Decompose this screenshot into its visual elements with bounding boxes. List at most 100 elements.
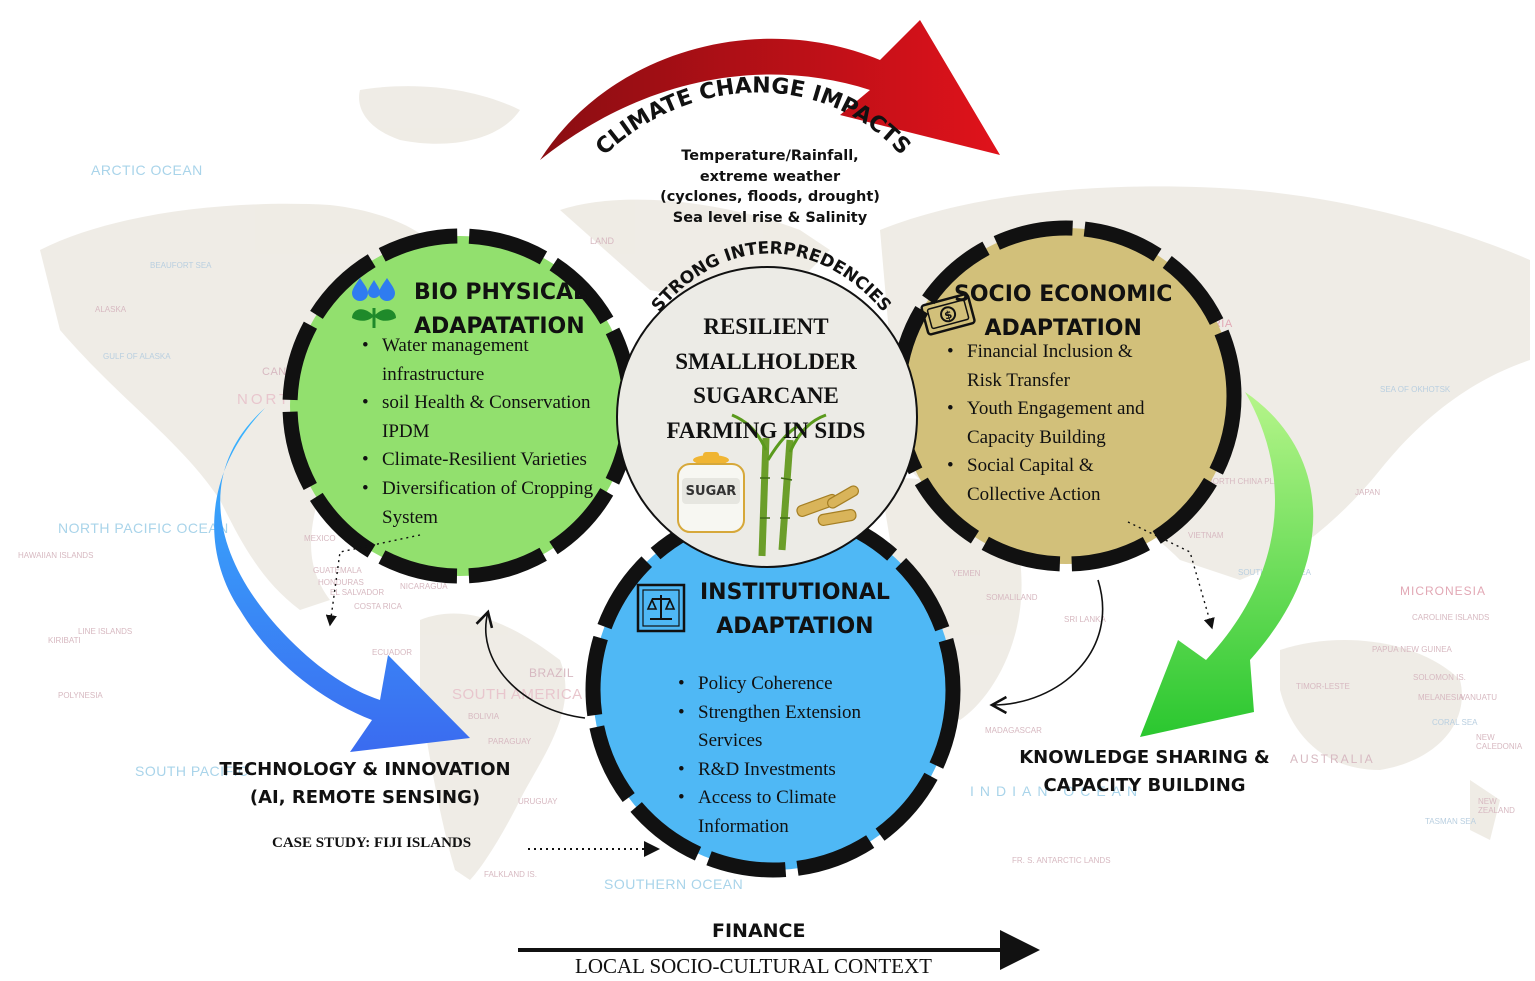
knowledge-line: KNOWLEDGE SHARING & bbox=[1019, 747, 1270, 768]
map-label-honduras: HONDURAS bbox=[318, 578, 364, 587]
map-label-uruguay: URUGUAY bbox=[518, 797, 558, 806]
technology-label: TECHNOLOGY & INNOVATION (AI, REMOTE SENS… bbox=[200, 756, 530, 812]
center-line: FARMING IN SIDS bbox=[666, 417, 866, 443]
map-label-el-salvador: EL SALVADOR bbox=[330, 588, 385, 597]
map-label-micronesia: MICRONESIA bbox=[1400, 584, 1487, 598]
map-label-costa-rica: COSTA RICA bbox=[354, 602, 402, 611]
water-plant-icon bbox=[352, 278, 396, 328]
map-label-nicaragua: NICARAGUA bbox=[400, 582, 448, 591]
map-label-arctic: ARCTIC OCEAN bbox=[91, 162, 203, 178]
map-label-paraguay: PARAGUAY bbox=[488, 737, 532, 746]
center-title: RESILIENT SMALLHOLDER SUGARCANE FARMING … bbox=[635, 310, 897, 448]
socio-item: Youth Engagement and Capacity Building bbox=[945, 395, 1170, 452]
map-label-falkland: FALKLAND IS. bbox=[484, 870, 537, 879]
map-label-kiribati: KIRIBATI bbox=[48, 636, 81, 645]
map-label-coral-sea: CORAL SEA bbox=[1432, 718, 1478, 727]
technology-line: TECHNOLOGY & INNOVATION bbox=[219, 759, 511, 780]
svg-text:$: $ bbox=[943, 308, 954, 323]
map-label-beaufort: BEAUFORT SEA bbox=[150, 261, 212, 270]
map-label-new-zealand: NEW ZEALAND bbox=[1478, 797, 1515, 815]
knowledge-label: KNOWLEDGE SHARING & CAPACITY BUILDING bbox=[1002, 744, 1287, 800]
inst-item: Policy Coherence bbox=[676, 670, 896, 699]
map-label-south-pacific: SOUTH PACIFIC bbox=[135, 763, 249, 779]
map-label-caroline: CAROLINE ISLANDS bbox=[1412, 613, 1490, 622]
map-label-south-america: SOUTH AMERICA bbox=[452, 686, 583, 703]
inst-item: Strengthen Extension Services bbox=[676, 699, 896, 756]
map-label-polynesia: POLYNESIA bbox=[58, 691, 103, 700]
map-label-bolivia: BOLIVIA bbox=[468, 712, 500, 721]
case-study-label: CASE STUDY: FIJI ISLANDS bbox=[272, 835, 472, 851]
map-label-alaska: ALASKA bbox=[95, 305, 127, 314]
bio-item: Water management infrastructure bbox=[360, 332, 630, 389]
map-label-papua: PAPUA NEW GUINEA bbox=[1372, 645, 1452, 654]
technology-arrow bbox=[214, 408, 470, 752]
map-label-hawaiian: HAWAIIAN ISLANDS bbox=[18, 551, 94, 560]
map-label-vanuatu: VANUATU bbox=[1460, 693, 1498, 702]
climate-line: Sea level rise & Salinity bbox=[672, 209, 868, 226]
climate-impact-arrow bbox=[540, 20, 1000, 160]
map-label-sri-lanka: SRI LANKA bbox=[1064, 615, 1106, 624]
map-label-guatemala: GUATEMALA bbox=[313, 566, 362, 575]
sugarcane-icon bbox=[677, 413, 859, 557]
socio-item: Financial Inclusion & Risk Transfer bbox=[945, 338, 1170, 395]
inst-title-line-2: ADAPTATION bbox=[716, 614, 874, 639]
map-label-somaliland: SOMALILAND bbox=[986, 593, 1038, 602]
center-line: RESILIENT bbox=[703, 314, 829, 339]
law-scale-icon bbox=[636, 583, 686, 633]
map-label-yemen: YEMEN bbox=[952, 569, 981, 578]
map-label-madagascar: MADAGASCAR bbox=[985, 726, 1042, 735]
map-label-indian: INDIAN OCEAN bbox=[970, 783, 1144, 799]
map-label-southern: SOUTHERN OCEAN bbox=[604, 876, 744, 892]
inst-item: Access to Climate Information bbox=[676, 784, 896, 841]
map-label-line-islands: LINE ISLANDS bbox=[78, 627, 133, 636]
map-label-new-caledonia: NEW CALEDONIA bbox=[1476, 733, 1523, 751]
map-label-brazil: BRAZIL bbox=[529, 666, 575, 680]
map-label-ecuador: ECUADOR bbox=[372, 648, 413, 657]
map-label-north-china: NORTH CHINA PLAIN bbox=[1207, 477, 1288, 486]
map-label-greenland: LAND bbox=[590, 236, 615, 246]
socio-title: SOCIO ECONOMIC ADAPTATION bbox=[954, 278, 1172, 346]
context-label: LOCAL SOCIO-CULTURAL CONTEXT bbox=[575, 954, 932, 978]
bio-list: Water management infrastructure soil Hea… bbox=[360, 332, 630, 532]
sugar-jar-label: SUGAR bbox=[685, 484, 737, 499]
map-label-antarctic: FR. S. ANTARCTIC LANDS bbox=[1012, 856, 1111, 865]
map-label-melanesia: MELANESIA bbox=[1418, 693, 1464, 702]
socio-title-line-1: SOCIO ECONOMIC bbox=[954, 282, 1173, 307]
bio-item: soil Health & Conservation IPDM bbox=[360, 389, 630, 446]
bio-item: Climate-Resilient Varieties bbox=[360, 446, 630, 475]
map-label-japan: JAPAN bbox=[1355, 488, 1381, 497]
map-label-australia: AUSTRALIA bbox=[1290, 752, 1375, 766]
inst-item: R&D Investments bbox=[676, 756, 896, 785]
socio-list: Financial Inclusion & Risk Transfer Yout… bbox=[945, 338, 1170, 510]
center-line: SUGARCANE bbox=[693, 383, 839, 408]
map-label-solomon: SOLOMON IS. bbox=[1413, 673, 1466, 682]
map-label-sea-okhotsk: SEA OF OKHOTSK bbox=[1380, 385, 1451, 394]
money-icon: $ bbox=[920, 293, 976, 336]
inst-title-line-1: INSTITUTIONAL bbox=[700, 580, 890, 605]
inst-to-bio-arrow bbox=[475, 609, 586, 719]
climate-details: Temperature/Rainfall, extreme weather (c… bbox=[640, 146, 900, 228]
climate-line: extreme weather bbox=[699, 168, 841, 185]
knowledge-line: CAPACITY BUILDING bbox=[1043, 775, 1246, 796]
map-label-mexico: MEXICO bbox=[304, 534, 336, 543]
bio-item: Diversification of Cropping System bbox=[360, 475, 630, 532]
socio-item: Social Capital & Collective Action bbox=[945, 452, 1170, 509]
socio-to-inst-arrow bbox=[989, 579, 1104, 715]
technology-line: (AI, REMOTE SENSING) bbox=[249, 787, 481, 808]
map-label-gulf-alaska: GULF OF ALASKA bbox=[103, 352, 171, 361]
inst-title: INSTITUTIONAL ADAPTATION bbox=[700, 576, 890, 644]
climate-line: Temperature/Rainfall, bbox=[681, 148, 859, 164]
center-line: SMALLHOLDER bbox=[675, 348, 857, 374]
bio-title-line-1: BIO PHYSICAL bbox=[414, 280, 588, 305]
socio-dotted-connector bbox=[1127, 521, 1215, 630]
map-label-vietnam: VIETNAM bbox=[1188, 531, 1224, 540]
map-label-tasman: TASMAN SEA bbox=[1425, 817, 1476, 826]
inst-list: Policy Coherence Strengthen Extension Se… bbox=[676, 670, 896, 842]
map-label-north-pacific: NORTH PACIFIC OCEAN bbox=[58, 520, 229, 536]
knowledge-arrow bbox=[1140, 392, 1314, 737]
map-label-timor: TIMOR-LESTE bbox=[1296, 682, 1350, 691]
socio-title-line-2: ADAPTATION bbox=[984, 316, 1142, 341]
climate-line: (cyclones, floods, drought) bbox=[660, 189, 880, 205]
finance-label: FINANCE bbox=[712, 920, 806, 942]
